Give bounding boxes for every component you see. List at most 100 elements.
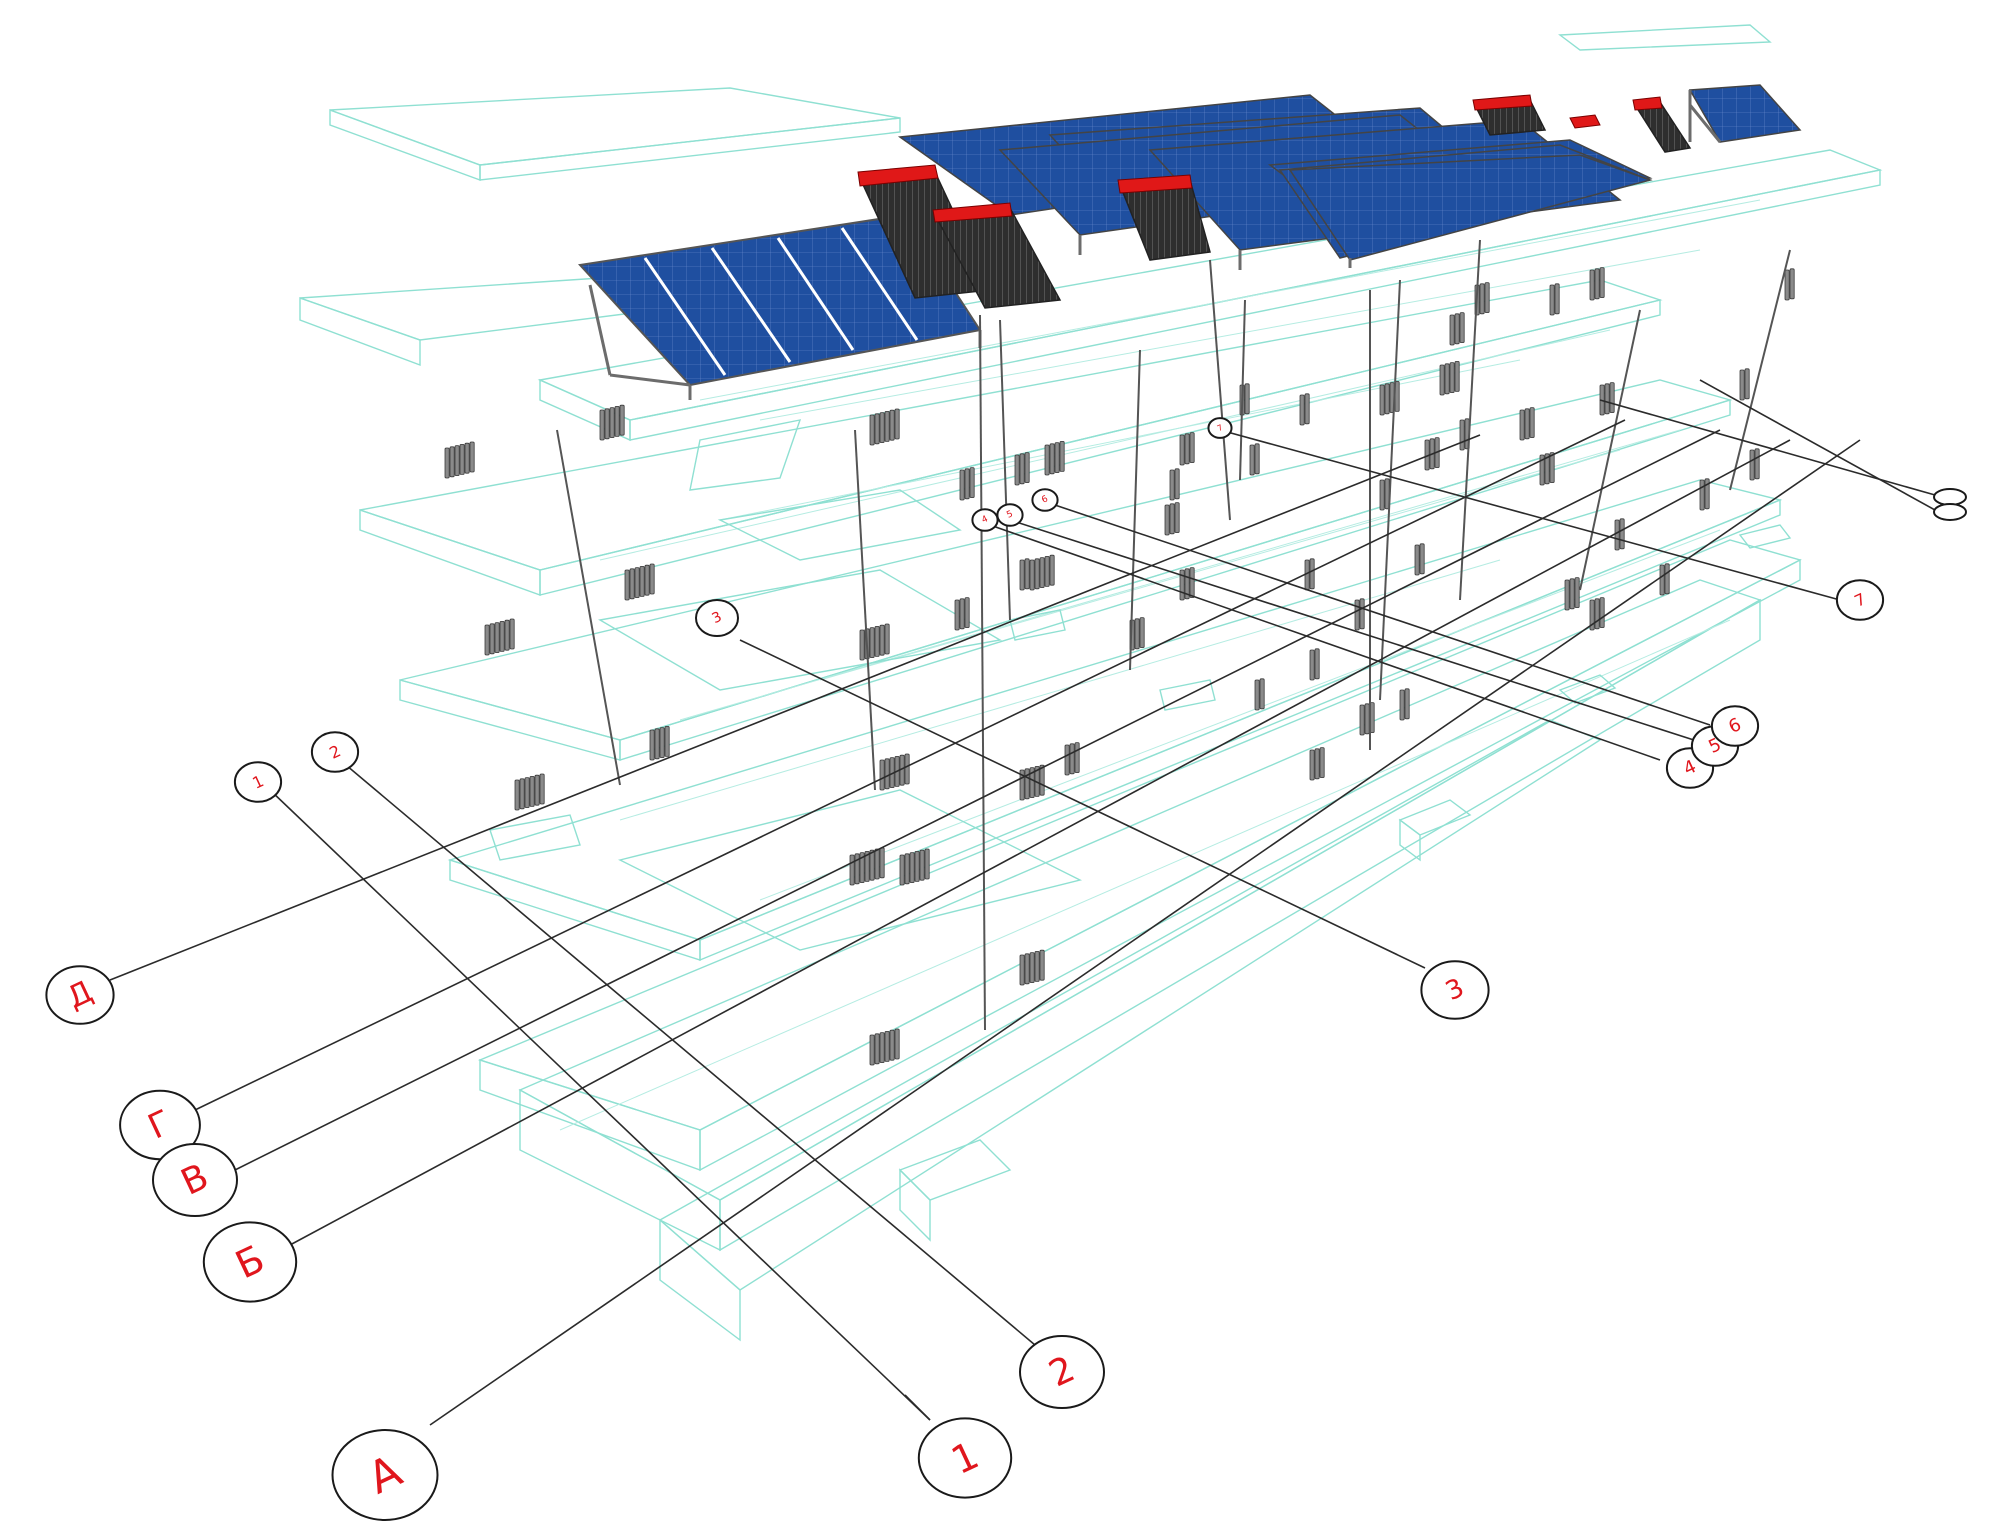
radiator bbox=[444, 441, 475, 479]
solar-collector bbox=[1117, 174, 1211, 261]
axis-bubble-a: А bbox=[331, 1429, 439, 1521]
radiator bbox=[1029, 554, 1055, 591]
leader-bubble bbox=[1933, 503, 1967, 521]
radiator bbox=[1589, 597, 1605, 631]
axis-bubble-v-line bbox=[234, 429, 1721, 1171]
axis-bubble-5-top-line bbox=[1009, 519, 1701, 743]
axis-bubble-a-bubble bbox=[331, 1429, 439, 1521]
axis-bubble-g-line bbox=[194, 419, 1626, 1111]
leader-line bbox=[1599, 399, 1936, 496]
axis-bubble-6-top-label: 6 bbox=[1040, 494, 1050, 506]
axis-bubble-g: Г bbox=[119, 1089, 201, 1161]
radiator bbox=[1044, 440, 1065, 476]
axis-bubble-4-top-label: 4 bbox=[980, 514, 990, 526]
axis-bubble-2: 2 bbox=[1019, 1335, 1105, 1409]
axis-bubble-6-top-bubble bbox=[1031, 488, 1059, 512]
axis-bubble-7-top-bubble bbox=[1207, 417, 1233, 439]
axis-bubble-1-top-line bbox=[269, 789, 931, 1421]
axis-bubble-2-top-bubble bbox=[310, 731, 360, 773]
radiator bbox=[1749, 448, 1760, 481]
radiator bbox=[1179, 432, 1195, 466]
axis-bubble-6-top: 6 bbox=[1031, 488, 1059, 512]
axis-bubble-5-top-bubble bbox=[996, 503, 1024, 527]
solar-collector bbox=[1569, 114, 1601, 129]
radiator bbox=[1739, 368, 1750, 401]
radiator bbox=[1019, 764, 1045, 801]
axis-bubble-b: Б bbox=[202, 1221, 298, 1303]
radiator bbox=[1549, 283, 1560, 316]
axis-bubble-6-bubble bbox=[1710, 705, 1760, 747]
radiator bbox=[1014, 452, 1030, 486]
axis-bubble-v: В bbox=[152, 1143, 238, 1217]
axis-bubble-2-bubble bbox=[1019, 1335, 1105, 1409]
radiator bbox=[1164, 502, 1180, 536]
axis-bubble-5-top: 5 bbox=[996, 503, 1024, 527]
axis-bubble-7-top-line bbox=[1219, 429, 1841, 601]
radiator bbox=[1064, 742, 1080, 776]
radiator bbox=[1299, 393, 1310, 426]
radiators bbox=[444, 267, 1795, 1066]
axis-bubble-1-top-bubble bbox=[233, 761, 283, 803]
radiator bbox=[1589, 267, 1605, 301]
radiator bbox=[1784, 268, 1795, 301]
radiator bbox=[1354, 598, 1365, 631]
leader-line bbox=[1699, 379, 1936, 511]
solar-collector bbox=[932, 202, 1062, 309]
axis-bubble-7-bubble bbox=[1835, 579, 1885, 621]
radiator bbox=[1379, 380, 1400, 416]
leader-bubble bbox=[1933, 488, 1967, 506]
solar-panel-array bbox=[1267, 139, 1653, 268]
radiator bbox=[1309, 648, 1320, 681]
axis-bubble-d-line bbox=[109, 434, 1481, 981]
axis-bubble-3-top: 3 bbox=[695, 599, 739, 637]
radiator bbox=[1169, 468, 1180, 501]
heating-risers bbox=[556, 239, 1791, 1031]
solar-collector bbox=[1632, 96, 1692, 153]
axis-bubble-5-top-label: 5 bbox=[1005, 509, 1014, 520]
axis-bubble-4-top-line bbox=[989, 524, 1661, 761]
axis-bubble-1-line bbox=[904, 1394, 931, 1421]
axis-bubble-4-top-bubble bbox=[971, 508, 999, 532]
radiator bbox=[624, 563, 655, 601]
radiator bbox=[899, 848, 930, 886]
solar-panel-array bbox=[1688, 84, 1802, 143]
radiator bbox=[859, 623, 890, 661]
radiator bbox=[1019, 558, 1030, 591]
solar-arrays bbox=[577, 84, 1802, 400]
solar-collector bbox=[1472, 94, 1547, 136]
axis-bubble-3-bubble bbox=[1420, 960, 1490, 1020]
radiator bbox=[599, 404, 625, 441]
radiator bbox=[869, 1028, 900, 1066]
radiator bbox=[649, 726, 670, 761]
radiator bbox=[514, 773, 545, 811]
axis-bubble-v-bubble bbox=[152, 1143, 238, 1217]
axis-bubble-b-bubble bbox=[202, 1221, 298, 1303]
axis-bubble-3-top-bubble bbox=[695, 599, 739, 637]
radiator bbox=[1439, 360, 1460, 396]
radiator bbox=[1564, 577, 1580, 611]
axis-bubble-6-top-line bbox=[1039, 499, 1711, 726]
radiator bbox=[1379, 478, 1390, 511]
radiator bbox=[1309, 747, 1325, 781]
building-wireframe bbox=[299, 24, 1883, 1342]
axis-bubble-4-top: 4 bbox=[971, 508, 999, 532]
axis-bubble-1-bubble bbox=[917, 1417, 1013, 1499]
axis-bubble-3: 3 bbox=[1420, 960, 1490, 1020]
radiator bbox=[1254, 678, 1265, 711]
radiator bbox=[1359, 702, 1375, 736]
axis-bubble-2-top: 2 bbox=[310, 731, 360, 773]
axis-bubble-d: Д bbox=[45, 965, 115, 1025]
radiator bbox=[484, 618, 515, 656]
solar-panel-array-front bbox=[577, 213, 982, 400]
axis-bubble-b-line bbox=[289, 439, 1791, 1246]
radiator bbox=[1414, 543, 1425, 576]
axis-bubble-7: 7 bbox=[1835, 579, 1885, 621]
axis-bubble-7-top-label: 7 bbox=[1216, 423, 1224, 433]
radiator bbox=[879, 753, 910, 791]
radiator bbox=[1539, 452, 1555, 486]
radiator bbox=[1019, 949, 1045, 986]
radiator bbox=[959, 467, 975, 501]
axis-bubble-a-line bbox=[429, 439, 1861, 1426]
radiator bbox=[1614, 518, 1625, 551]
